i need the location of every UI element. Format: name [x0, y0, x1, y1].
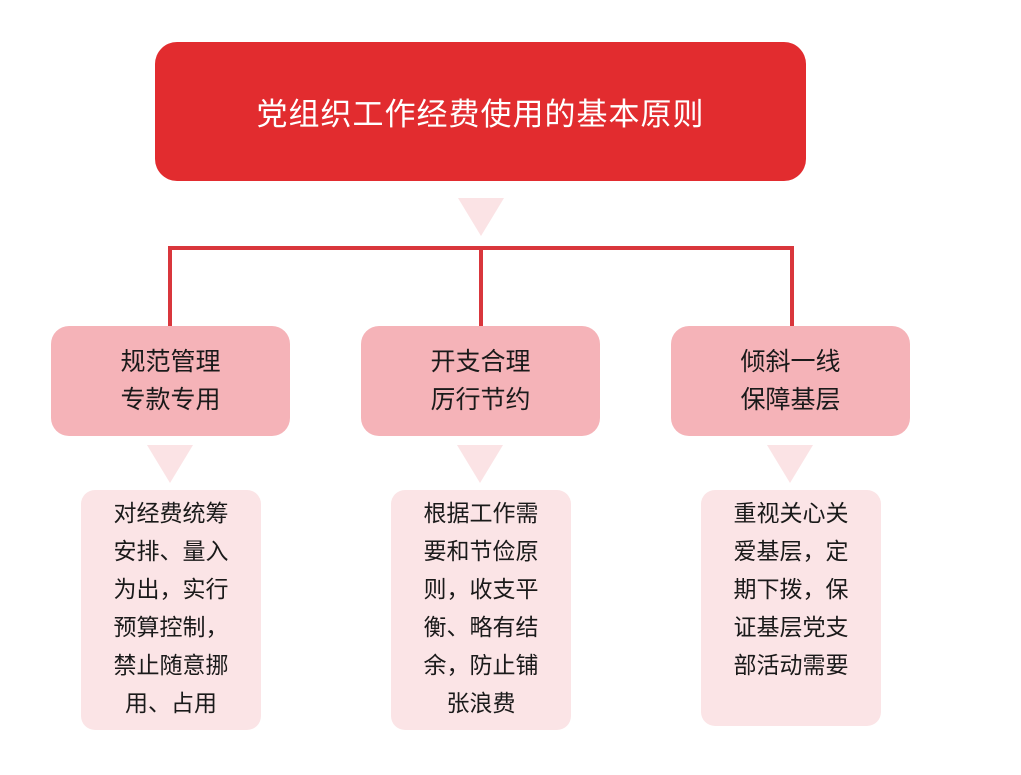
principle-2-pointer — [457, 445, 503, 483]
detail-2-line-2: 要和节俭原 — [423, 539, 539, 565]
detail-1-line-4: 预算控制， — [113, 615, 229, 641]
detail-1-line-2: 安排、量入 — [113, 539, 229, 565]
connector-left — [168, 246, 172, 326]
detail-1-line-5: 禁止随意挪 — [113, 653, 229, 679]
principle-3-line-1: 倾斜一线 — [740, 347, 841, 376]
principle-1-line-1: 规范管理 — [120, 347, 221, 376]
principle-1-pointer — [147, 445, 193, 483]
detail-box-3: 重视关心关 爱基层，定 期下拨，保 证基层党支 部活动需要 — [701, 490, 881, 726]
detail-3-line-4: 证基层党支 — [733, 615, 849, 641]
detail-3-line-2: 爱基层，定 — [733, 539, 849, 565]
detail-3-line-3: 期下拨，保 — [733, 577, 849, 603]
principle-box-2: 开支合理 厉行节约 — [361, 326, 600, 436]
detail-3-line-1: 重视关心关 — [733, 501, 849, 527]
detail-1-line-6: 用、占用 — [125, 691, 217, 717]
principle-box-3: 倾斜一线 保障基层 — [671, 326, 910, 436]
connector-right — [790, 246, 794, 326]
detail-1-line-3: 为出，实行 — [113, 577, 229, 603]
diagram-title: 党组织工作经费使用的基本原则 — [155, 42, 806, 181]
diagram-title-text: 党组织工作经费使用的基本原则 — [256, 97, 705, 133]
detail-2-line-4: 衡、略有结 — [423, 615, 539, 641]
title-pointer — [458, 198, 504, 236]
detail-box-2: 根据工作需 要和节俭原 则，收支平 衡、略有结 余，防止铺 张浪费 — [391, 490, 571, 730]
detail-2-line-5: 余，防止铺 — [423, 653, 539, 679]
principle-2-line-1: 开支合理 — [430, 347, 531, 376]
detail-2-line-6: 张浪费 — [446, 691, 516, 717]
principle-2-line-2: 厉行节约 — [430, 385, 531, 414]
principle-box-1: 规范管理 专款专用 — [51, 326, 290, 436]
detail-2-line-3: 则，收支平 — [423, 577, 539, 603]
principle-3-line-2: 保障基层 — [740, 385, 841, 414]
detail-2-line-1: 根据工作需 — [423, 501, 539, 527]
connector-center — [479, 246, 483, 326]
detail-1-line-1: 对经费统筹 — [113, 501, 229, 527]
principle-3-pointer — [767, 445, 813, 483]
principle-1-line-2: 专款专用 — [120, 385, 221, 414]
detail-3-line-5: 部活动需要 — [733, 653, 849, 679]
detail-box-1: 对经费统筹 安排、量入 为出，实行 预算控制， 禁止随意挪 用、占用 — [81, 490, 261, 730]
